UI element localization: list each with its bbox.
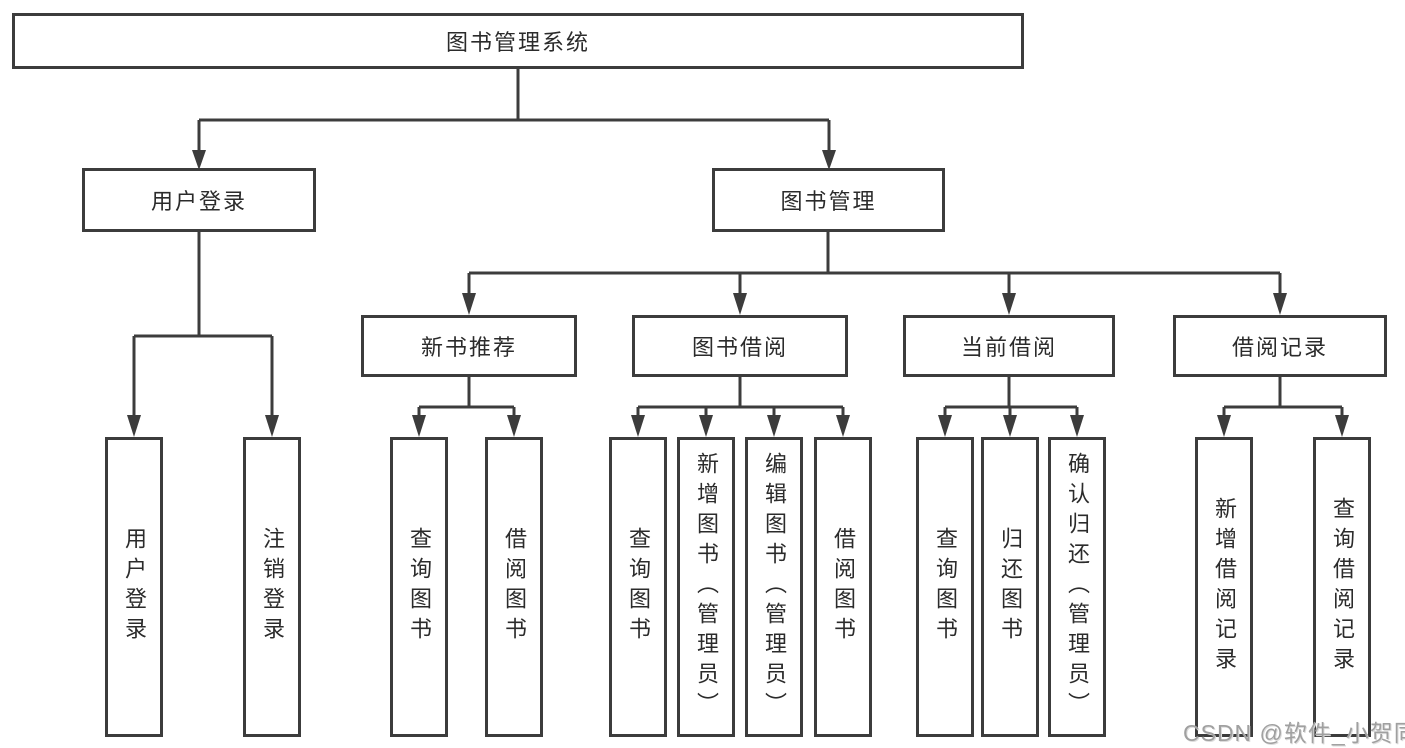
- leaf-logout: 注销登录: [243, 437, 301, 737]
- leaf-query-book-2: 查询图书: [609, 437, 667, 737]
- leaf-borrow-book-1: 借阅图书: [485, 437, 543, 737]
- leaf-borrow-book-2-label: 借阅图书: [831, 527, 856, 647]
- leaf-logout-label: 注销登录: [260, 527, 285, 647]
- arrowhead-icons: [127, 150, 1349, 437]
- node-root-label: 图书管理系统: [445, 30, 590, 55]
- node-new-book-recommend-label: 新书推荐: [420, 335, 517, 360]
- node-book-borrow-label: 图书借阅: [691, 335, 788, 360]
- node-root: 图书管理系统: [12, 13, 1024, 69]
- leaf-query-borrow-record-label: 查询借阅记录: [1330, 497, 1355, 677]
- leaf-return-book-label: 归还图书: [998, 527, 1023, 647]
- node-user-login-label: 用户登录: [150, 189, 247, 214]
- node-borrow-record-label: 借阅记录: [1231, 335, 1328, 360]
- leaf-add-book-label: 新增图书（管理员）: [694, 452, 719, 722]
- leaf-confirm-return: 确认归还（管理员）: [1048, 437, 1106, 737]
- leaf-confirm-return-label: 确认归还（管理员）: [1065, 452, 1090, 722]
- leaf-borrow-book-2: 借阅图书: [814, 437, 872, 737]
- leaf-query-book-1-label: 查询图书: [407, 527, 432, 647]
- node-book-management-label: 图书管理: [780, 189, 877, 214]
- node-current-borrow-label: 当前借阅: [960, 335, 1057, 360]
- node-book-borrow: 图书借阅: [632, 315, 848, 377]
- leaf-add-borrow-record: 新增借阅记录: [1195, 437, 1253, 737]
- leaf-edit-book-label: 编辑图书（管理员）: [762, 452, 787, 722]
- node-borrow-record: 借阅记录: [1173, 315, 1387, 377]
- leaf-add-book: 新增图书（管理员）: [677, 437, 735, 737]
- leaf-user-login: 用户登录: [105, 437, 163, 737]
- leaf-query-book-1: 查询图书: [390, 437, 448, 737]
- csdn-watermark: CSDN @软件_小贺同学: [1183, 720, 1405, 746]
- node-user-login: 用户登录: [82, 168, 316, 232]
- leaf-return-book: 归还图书: [981, 437, 1039, 737]
- leaf-edit-book: 编辑图书（管理员）: [745, 437, 803, 737]
- leaf-query-borrow-record: 查询借阅记录: [1313, 437, 1371, 737]
- leaf-query-book-3-label: 查询图书: [933, 527, 958, 647]
- leaf-query-book-3: 查询图书: [916, 437, 974, 737]
- leaf-add-borrow-record-label: 新增借阅记录: [1212, 497, 1237, 677]
- leaf-query-book-2-label: 查询图书: [626, 527, 651, 647]
- node-book-management: 图书管理: [712, 168, 945, 232]
- node-current-borrow: 当前借阅: [903, 315, 1115, 377]
- leaf-borrow-book-1-label: 借阅图书: [502, 527, 527, 647]
- node-new-book-recommend: 新书推荐: [361, 315, 577, 377]
- leaf-user-login-label: 用户登录: [122, 527, 147, 647]
